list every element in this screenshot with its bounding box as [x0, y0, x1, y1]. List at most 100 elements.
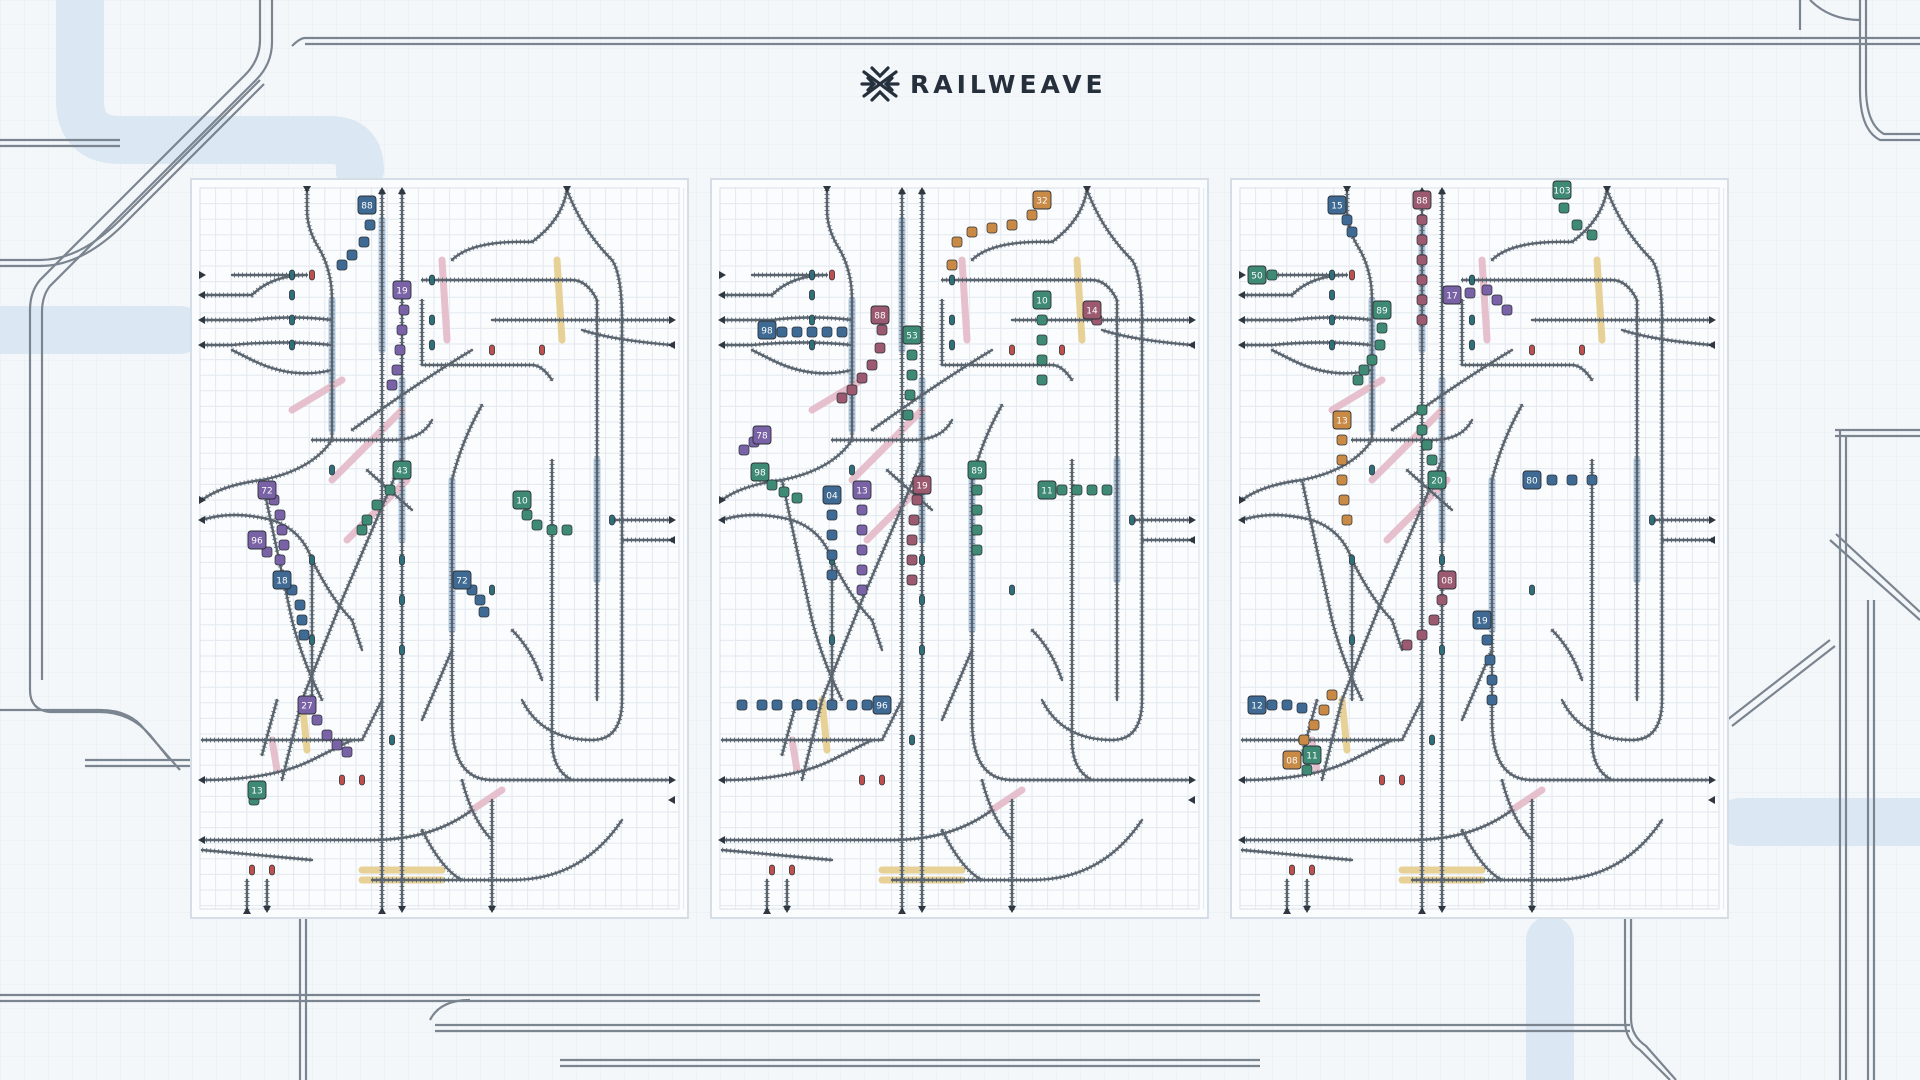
- track-segment[interactable]: [1240, 848, 1354, 862]
- train-car[interactable]: [1376, 322, 1388, 334]
- track-signal[interactable]: [309, 269, 315, 281]
- train-engine-badge[interactable]: [297, 695, 317, 715]
- track-signal[interactable]: [1349, 634, 1355, 646]
- train-car[interactable]: [1036, 334, 1048, 346]
- train-car[interactable]: [1401, 639, 1413, 651]
- track-segment[interactable]: [580, 328, 674, 347]
- track-signal[interactable]: [399, 594, 405, 606]
- train-car[interactable]: [951, 236, 963, 248]
- track-signal[interactable]: [859, 774, 865, 786]
- train-engine-badge[interactable]: [1552, 180, 1572, 200]
- train-engine-badge[interactable]: [1032, 290, 1052, 310]
- track-signal[interactable]: [919, 644, 925, 656]
- train-car[interactable]: [394, 344, 406, 356]
- track-signal[interactable]: [809, 269, 815, 281]
- train-car[interactable]: [1341, 214, 1353, 226]
- train[interactable]: 96: [736, 695, 892, 715]
- track-segment[interactable]: [780, 478, 844, 702]
- track-signal[interactable]: [1329, 339, 1335, 351]
- train-car[interactable]: [384, 484, 396, 496]
- track-segment[interactable]: [880, 698, 904, 742]
- track-signal[interactable]: [1439, 644, 1445, 656]
- train-engine-badge[interactable]: [872, 695, 892, 715]
- train[interactable]: 89: [1352, 300, 1392, 386]
- train[interactable]: 50: [1247, 265, 1278, 285]
- track-signal[interactable]: [1439, 554, 1445, 566]
- track-signal[interactable]: [609, 514, 615, 526]
- track-signal[interactable]: [809, 339, 815, 351]
- train[interactable]: 19: [386, 280, 412, 391]
- track-segment[interactable]: [980, 778, 1014, 842]
- train-car[interactable]: [274, 554, 286, 566]
- train-engine-badge[interactable]: [1442, 285, 1462, 305]
- track-signal[interactable]: [329, 464, 335, 476]
- track-signal[interactable]: [1129, 514, 1135, 526]
- train-car[interactable]: [1296, 702, 1308, 714]
- train-engine-badge[interactable]: [967, 460, 987, 480]
- track-segment[interactable]: [1240, 316, 1374, 322]
- train-engine-badge[interactable]: [1282, 750, 1302, 770]
- train[interactable]: 103: [1552, 180, 1598, 241]
- track-segment[interactable]: [1350, 418, 1474, 442]
- train-car[interactable]: [1281, 699, 1293, 711]
- train[interactable]: 32: [946, 190, 1052, 271]
- train[interactable]: 04: [822, 485, 842, 581]
- train-engine-badge[interactable]: [870, 305, 890, 325]
- train-engine-badge[interactable]: [1302, 745, 1322, 765]
- track-signal[interactable]: [539, 344, 545, 356]
- train[interactable]: 78: [738, 425, 772, 456]
- track-signal[interactable]: [829, 269, 835, 281]
- track-segment[interactable]: [230, 348, 334, 375]
- track-segment[interactable]: [800, 458, 924, 782]
- train-car[interactable]: [806, 326, 818, 338]
- train-car[interactable]: [1101, 484, 1113, 496]
- train-car[interactable]: [971, 484, 983, 496]
- track-segment[interactable]: [305, 188, 334, 442]
- train-car[interactable]: [906, 349, 918, 361]
- train-car[interactable]: [971, 544, 983, 556]
- train-engine-badge[interactable]: [247, 530, 267, 550]
- train-car[interactable]: [1266, 699, 1278, 711]
- track-segment[interactable]: [940, 648, 974, 722]
- train-car[interactable]: [826, 529, 838, 541]
- train-car[interactable]: [298, 629, 310, 641]
- track-signal[interactable]: [1429, 734, 1435, 746]
- train-car[interactable]: [971, 504, 983, 516]
- track-signal[interactable]: [1469, 339, 1475, 351]
- train-car[interactable]: [876, 324, 888, 336]
- track-segment[interactable]: [1100, 328, 1194, 347]
- train[interactable]: 19: [906, 475, 932, 586]
- track-signal[interactable]: [1649, 514, 1655, 526]
- train-engine-badge[interactable]: [1372, 300, 1392, 320]
- train-car[interactable]: [531, 519, 543, 531]
- track-segment[interactable]: [1620, 328, 1714, 347]
- track-signal[interactable]: [1329, 269, 1335, 281]
- track-segment[interactable]: [1240, 808, 1514, 842]
- train-car[interactable]: [1558, 202, 1570, 214]
- train-engine-badge[interactable]: [1472, 610, 1492, 630]
- train-car[interactable]: [791, 699, 803, 711]
- train-car[interactable]: [826, 699, 838, 711]
- track-signal[interactable]: [919, 554, 925, 566]
- train-car[interactable]: [321, 729, 333, 741]
- train-car[interactable]: [846, 384, 858, 396]
- track-segment[interactable]: [830, 558, 884, 652]
- track-signal[interactable]: [1059, 344, 1065, 356]
- track-signal[interactable]: [1329, 314, 1335, 326]
- train-car[interactable]: [361, 514, 373, 526]
- track-segment[interactable]: [420, 298, 554, 382]
- train-car[interactable]: [736, 699, 748, 711]
- track-signal[interactable]: [1349, 554, 1355, 566]
- track-segment[interactable]: [420, 648, 454, 722]
- track-segment[interactable]: [200, 316, 334, 322]
- train-car[interactable]: [1298, 734, 1310, 746]
- train-car[interactable]: [856, 504, 868, 516]
- train-car[interactable]: [771, 699, 783, 711]
- train[interactable]: 72: [257, 480, 290, 551]
- track-signal[interactable]: [1469, 314, 1475, 326]
- train-car[interactable]: [398, 304, 410, 316]
- train-car[interactable]: [358, 236, 370, 248]
- train-car[interactable]: [856, 584, 868, 596]
- train-car[interactable]: [1338, 494, 1350, 506]
